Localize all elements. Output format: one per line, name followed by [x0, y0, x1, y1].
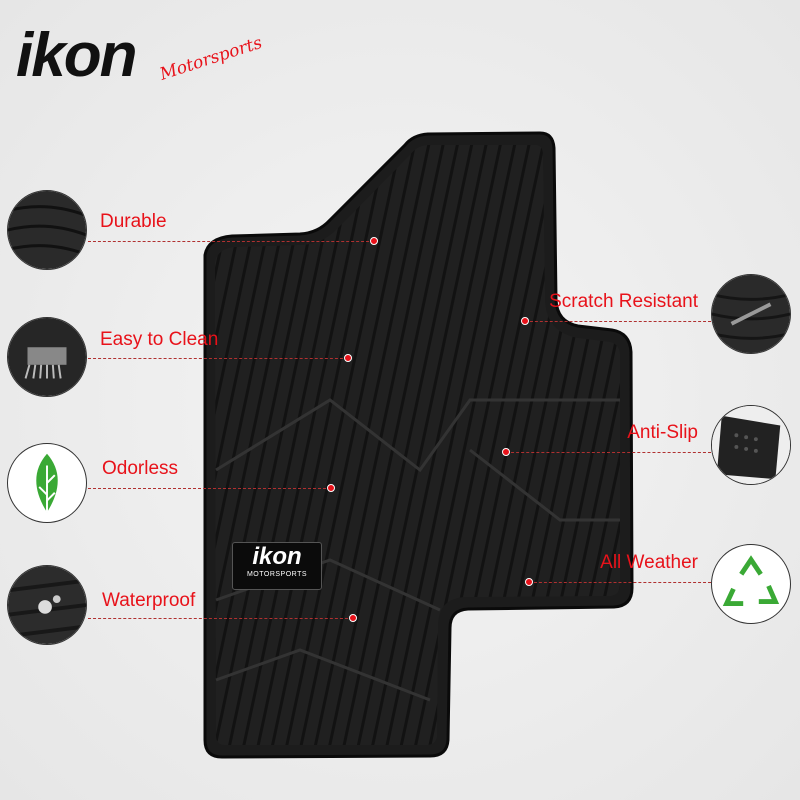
- callout-dot: [349, 614, 357, 622]
- recycle-icon: [711, 544, 791, 624]
- feature-label-durable: Durable: [100, 211, 167, 232]
- feature-label-waterproof: Waterproof: [102, 590, 196, 611]
- ikon-motorsports-logo: ikon Motorsports: [16, 21, 262, 88]
- brush-icon: [7, 317, 87, 397]
- callout-dot: [344, 354, 352, 362]
- callout-dot: [525, 578, 533, 586]
- water-drops-icon: [7, 565, 87, 645]
- ikon-badge: ikon MOTORSPORTS: [232, 542, 322, 590]
- mat-texture-icon: [7, 190, 87, 270]
- badge-sub-text: MOTORSPORTS: [246, 571, 308, 578]
- callout-line: [525, 321, 711, 322]
- anti-slip-nibs-icon: [711, 405, 791, 485]
- callout-line: [88, 241, 374, 242]
- feature-label-anti-slip: Anti-Slip: [627, 422, 698, 443]
- callout-line: [88, 488, 331, 489]
- feature-label-easy-to-clean: Easy to Clean: [100, 329, 219, 350]
- scratch-tool-icon: [711, 274, 791, 354]
- callout-dot: [502, 448, 510, 456]
- leaf-icon: [7, 443, 87, 523]
- feature-label-scratch-resistant: Scratch Resistant: [549, 291, 698, 312]
- callout-dot: [521, 317, 529, 325]
- callout-dot: [327, 484, 335, 492]
- feature-label-all-weather: All Weather: [600, 552, 698, 573]
- feature-label-odorless: Odorless: [102, 458, 179, 479]
- badge-logo-text: ikon: [252, 543, 302, 570]
- callout-line: [529, 582, 711, 583]
- callout-line: [506, 452, 711, 453]
- callout-dot: [370, 237, 378, 245]
- callout-line: [88, 358, 348, 359]
- callout-line: [88, 618, 353, 619]
- svg-text:ikon: ikon: [16, 21, 136, 88]
